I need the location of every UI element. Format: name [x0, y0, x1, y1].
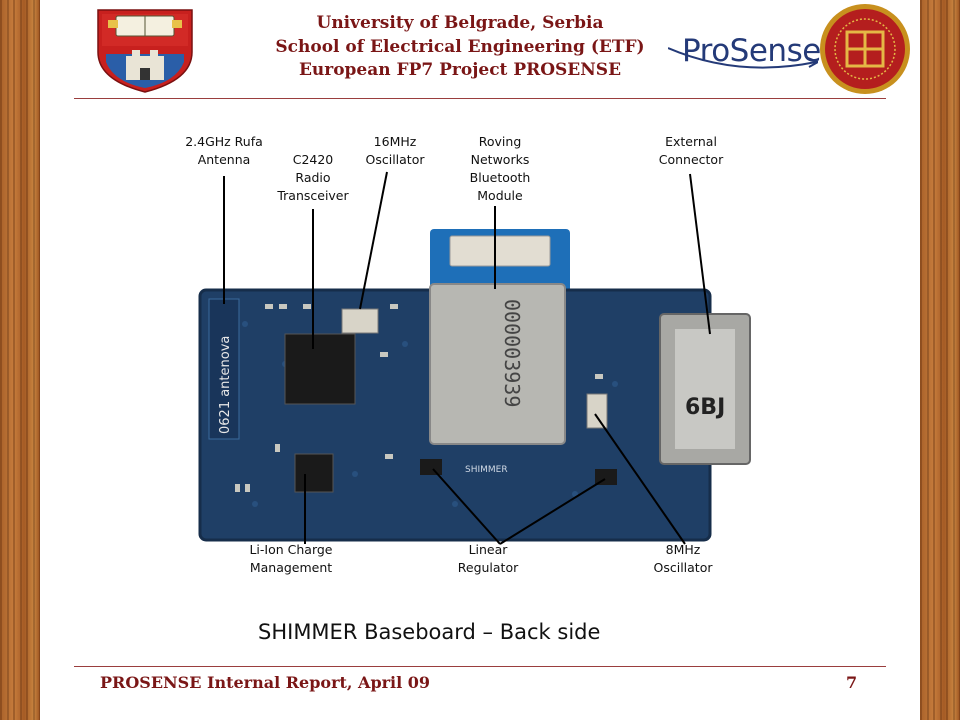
connector-mark-text: 6BJ [685, 395, 725, 420]
label-osc8-line1: 8MHz [666, 542, 701, 557]
radio-transceiver-chip [284, 333, 356, 405]
footer-page-number: 7 [846, 673, 858, 692]
header-divider [74, 98, 886, 99]
label-charge-line1: Li-Ion Charge [249, 542, 332, 557]
label-bt-line3: Bluetooth [470, 170, 531, 185]
header-line-project: European FP7 Project PROSENSE [298, 60, 622, 80]
oscillator-16mhz-component [341, 308, 379, 334]
label-bt-line1: Roving [479, 134, 522, 149]
oscillator-8mhz-component [586, 393, 608, 429]
prosense-logo-text: ProSense [682, 33, 821, 69]
footer-report-title: PROSENSE Internal Report, April 09 [100, 673, 431, 692]
module-code-text: 000003939 [500, 299, 524, 407]
wood-border-right [920, 0, 960, 720]
etf-seal-logo [820, 4, 910, 94]
header-title-block: University of Belgrade, Serbia School of… [230, 12, 690, 83]
wood-border-left [0, 0, 40, 720]
label-osc8-line2: Oscillator [654, 560, 714, 575]
label-ext-line1: External [665, 134, 717, 149]
shimmer-board-figure: 0621 antenova 000003939 6BJ SHIMMER 2.4G… [185, 134, 751, 575]
header-line-school: School of Electrical Engineering (ETF) [275, 36, 645, 57]
antenna-brand-text: 0621 antenova [218, 336, 233, 434]
label-osc16-line2: Oscillator [366, 152, 426, 167]
antenna-chip: 0621 antenova [208, 298, 240, 440]
label-bt-line4: Module [477, 188, 523, 203]
label-antenna-line1: 2.4GHz Rufa [185, 134, 263, 149]
label-radio-line2: Radio [295, 170, 330, 185]
label-radio-line1: C2420 [293, 152, 334, 167]
label-osc16-line1: 16MHz [374, 134, 417, 149]
footer-divider [74, 666, 886, 667]
label-bt-line2: Networks [471, 152, 530, 167]
label-charge-line2: Management [250, 560, 332, 575]
bluetooth-module: 000003939 [429, 283, 566, 445]
label-regulator-line1: Linear [469, 542, 509, 557]
label-regulator-line2: Regulator [458, 560, 519, 575]
external-connector: 6BJ [659, 313, 751, 465]
board-name-text: SHIMMER [465, 465, 508, 475]
figure-caption: SHIMMER Baseboard – Back side [258, 620, 601, 644]
regulator-chip-a [420, 459, 442, 475]
university-crest-logo [96, 6, 194, 94]
label-antenna-line2: Antenna [198, 152, 251, 167]
prosense-logo: ProSense [668, 30, 821, 80]
header-line-university: University of Belgrade, Serbia [316, 13, 604, 33]
label-radio-line3: Transceiver [276, 188, 349, 203]
charge-management-chip [294, 453, 334, 493]
callout-lines [223, 171, 711, 545]
label-ext-line2: Connector [659, 152, 724, 167]
